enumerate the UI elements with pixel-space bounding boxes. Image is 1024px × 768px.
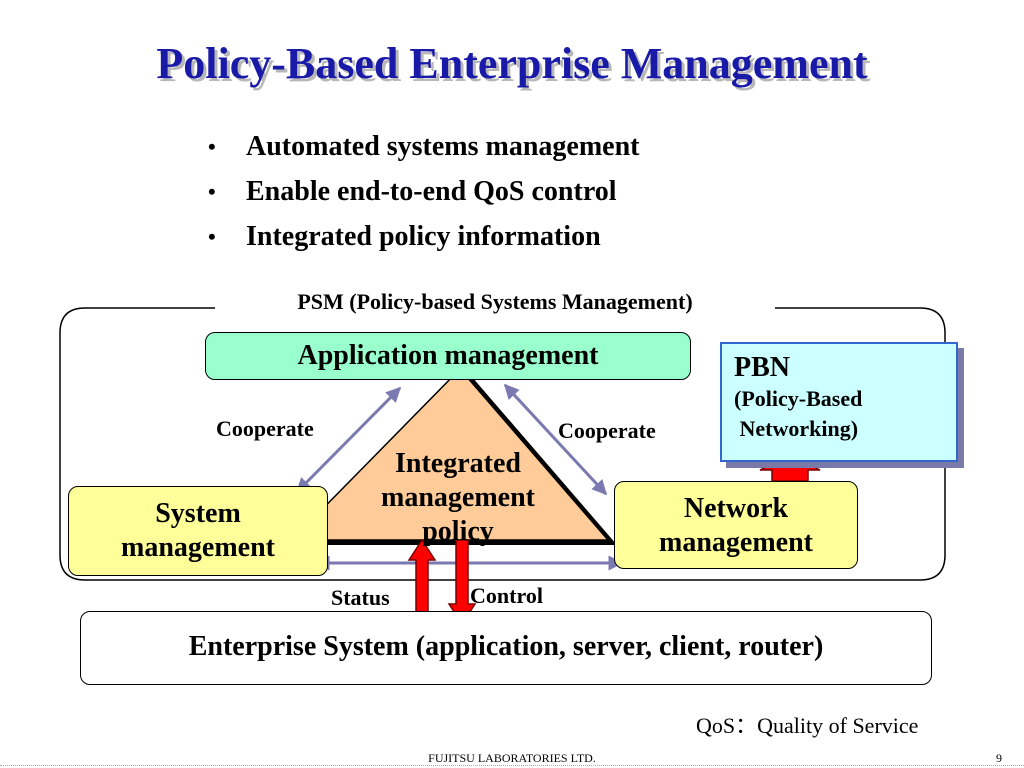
- pbn-subtitle: (Policy-Based Networking): [734, 386, 863, 441]
- bullet-icon: •: [208, 134, 216, 159]
- psm-label: PSM (Policy-based Systems Management): [215, 289, 775, 315]
- bullet-item: • Enable end-to-end QoS control: [208, 169, 640, 214]
- cooperate-left-label: Cooperate: [216, 416, 314, 441]
- integrated-policy-label: Integrated management policy: [350, 447, 566, 549]
- integrated-policy-line: Integrated: [395, 448, 521, 479]
- psm-container: [59, 307, 946, 581]
- system-management-line: System: [155, 498, 241, 529]
- pbn-box: PBN (Policy-Based Networking): [720, 342, 958, 462]
- pbn-up-arrow: [759, 454, 821, 482]
- bullet-item: • Integrated policy information: [208, 214, 640, 259]
- bullet-text: Integrated policy information: [246, 221, 601, 252]
- system-management-box: System management: [68, 486, 328, 576]
- status-label: Status: [331, 585, 390, 610]
- enterprise-system-box: Enterprise System (application, server, …: [80, 611, 932, 685]
- footer-divider: [0, 765, 1024, 767]
- network-management-line: management: [659, 527, 813, 558]
- bullet-text: Automated systems management: [246, 131, 640, 162]
- slide-title: Policy-Based Enterprise Management: [156, 39, 868, 88]
- qos-footnote: QoS：Quality of Service: [696, 713, 919, 738]
- network-management-box: Network management: [614, 481, 858, 569]
- pbn-title: PBN: [734, 352, 790, 383]
- cooperate-left-arrow: [295, 386, 402, 494]
- application-management-box: Application management: [205, 332, 691, 380]
- control-label: Control: [470, 583, 543, 608]
- page-number: 9: [996, 751, 1002, 765]
- footer-company: FUJITSU LABORATORIES LTD.: [428, 751, 596, 765]
- network-management-line: Network: [683, 493, 789, 524]
- bullet-icon: •: [208, 179, 216, 204]
- bullet-list: • Automated systems management • Enable en…: [208, 124, 640, 259]
- integrated-policy-line: policy: [422, 516, 494, 547]
- bullet-icon: •: [208, 224, 216, 249]
- cooperate-right-label: Cooperate: [558, 418, 656, 443]
- cooperate-right-arrow: [503, 383, 608, 496]
- bullet-item: • Automated systems management: [208, 124, 640, 169]
- system-management-line: management: [121, 532, 275, 563]
- integrated-policy-line: management: [381, 482, 535, 513]
- bullet-text: Enable end-to-end QoS control: [246, 176, 617, 207]
